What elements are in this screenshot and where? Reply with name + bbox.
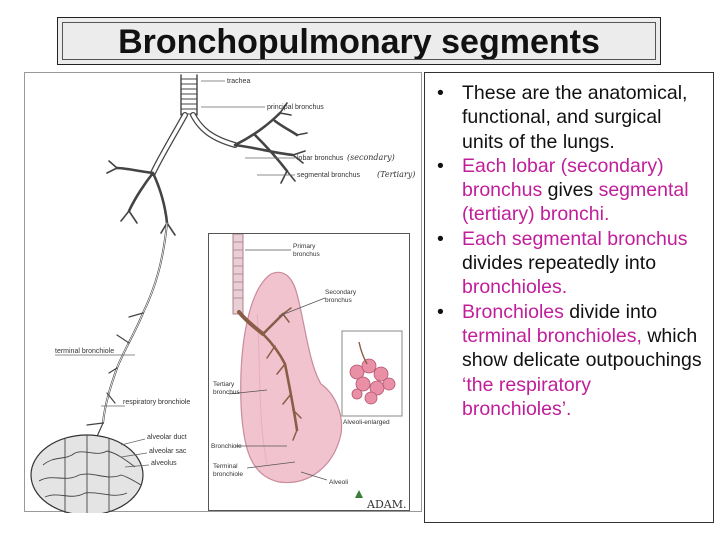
adam-logo-icon [355, 490, 363, 498]
title-box: Bronchopulmonary segments [57, 17, 661, 65]
bullet-item: • These are the anatomical, functional, a… [435, 81, 705, 154]
note-tertiary: (Tertiary) [377, 170, 415, 179]
label-trachea: trachea [227, 78, 250, 85]
bullet-text-segment: Each segmental bronchus [462, 227, 688, 250]
inset-label-primary: Primary [293, 243, 316, 250]
label-alveolus: alveolus [151, 460, 177, 467]
inset-label-alveoli-enlarged: Alveoli-enlarged [343, 419, 390, 426]
bullet-text-segment: gives [542, 179, 599, 202]
label-respiratory-bronchiole: respiratory bronchiole [123, 399, 190, 406]
label-lobar-bronchus: lobar bronchus [297, 155, 344, 162]
bullet-item: • Each segmental bronchus divides repeate… [435, 227, 705, 300]
label-alveolar-sac: alveolar sac [149, 448, 187, 455]
bullet-dot: • [437, 227, 444, 250]
bullet-text-segment: which show delicate outpouchings [462, 324, 702, 372]
label-terminal-bronchiole: terminal bronchiole [55, 348, 114, 355]
bullet-text-segment: divides repeatedly into [462, 252, 657, 275]
bullet-text-segment: These are the anatomical, functional, an… [462, 82, 688, 153]
inset-label-tertiary-2: bronchus [213, 389, 240, 396]
bullet-item: • Each lobar (secondary) bronchus gives s… [435, 154, 705, 227]
inset-label-secondary-2: bronchus [325, 297, 352, 304]
bullet-dot: • [437, 82, 444, 104]
bullet-list: • These are the anatomical, functional, a… [425, 73, 713, 421]
bullet-text-segment: segmental (tertiary) bronchi. [462, 179, 689, 226]
inset-label-secondary: Secondary [325, 289, 357, 296]
inset-label-alveoli: Alveoli [329, 479, 348, 486]
bullet-text-segment: ‘the respiratory bronchioles’. [462, 373, 591, 420]
label-alveolar-duct: alveolar duct [147, 434, 187, 441]
adam-logo: ADAM. [366, 498, 406, 511]
inset-label-terminal-2: bronchiole [213, 471, 243, 478]
inset-label-tertiary: Tertiary [213, 381, 235, 388]
label-segmental-bronchus: segmental bronchus [297, 172, 361, 179]
bullet-text-segment: bronchioles. [462, 276, 568, 299]
label-principal-bronchus: principal bronchus [267, 104, 324, 111]
note-secondary: (secondary) [347, 153, 395, 162]
alveolar-cluster [30, 434, 144, 516]
lung-drawing: Primary bronchus Secondary bronchus Tert… [211, 234, 406, 511]
bullet-dot: • [437, 154, 444, 177]
inset-label-primary-2: bronchus [293, 251, 320, 258]
bullet-text-segment: Bronchioles [462, 300, 564, 323]
lung-inset-illustration: Primary bronchus Secondary bronchus Tert… [208, 233, 410, 511]
inset-label-bronchiole: Bronchiole [211, 443, 242, 450]
bullet-text-panel: • These are the anatomical, functional, a… [424, 72, 714, 523]
bullet-item: • Bronchioles divide into terminal bronch… [435, 300, 705, 421]
bullet-text-segment: divide into [563, 300, 658, 323]
bullet-dot: • [437, 300, 444, 323]
alveoli-enlarged-drawing [349, 358, 396, 405]
bullet-text-segment: terminal bronchioles, [462, 324, 642, 347]
lung-shape [240, 271, 343, 484]
bronchial-tree-drawing: trachea principal bronchus lobar bronchu… [30, 74, 415, 516]
inset-label-terminal: Terminal [213, 463, 238, 470]
slide-title: Bronchopulmonary segments [118, 23, 600, 61]
bullet-text-segment: Each lobar (secondary) bronchus [462, 154, 664, 202]
